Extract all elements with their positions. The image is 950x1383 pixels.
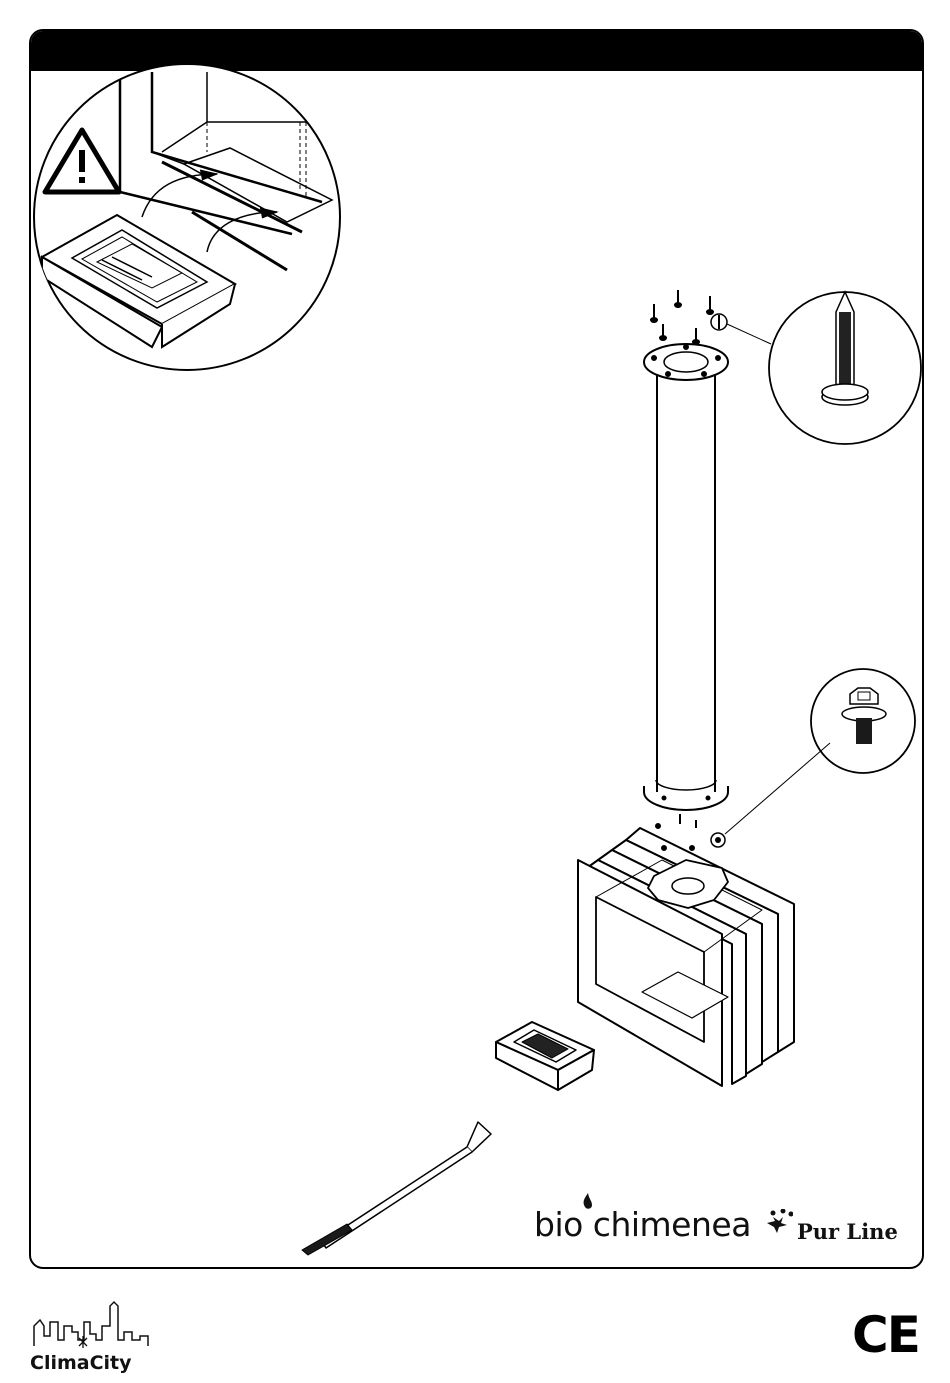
climacity-logo: ClimaCity	[30, 1352, 132, 1374]
fireplace-body	[578, 824, 794, 1086]
climacity-skyline-icon	[30, 1300, 160, 1352]
assembly-illustration	[31, 31, 922, 1267]
pur-line-logo: Pur Line	[797, 1219, 898, 1244]
instruction-sheet: bio chimenea Pur Line	[29, 29, 924, 1269]
burner-insert	[496, 1022, 594, 1090]
chimney-tube	[644, 344, 728, 828]
ce-mark: CE	[852, 1306, 919, 1364]
insert-placement-detail	[34, 64, 340, 370]
biochimenea-logo: bio chimenea	[534, 1205, 751, 1244]
bolt-detail-icon	[711, 669, 915, 847]
snuffer-tool	[302, 1122, 491, 1255]
screws-top	[651, 290, 713, 344]
pur-line-mark-icon	[763, 1209, 793, 1235]
screw-detail-icon	[711, 292, 921, 444]
